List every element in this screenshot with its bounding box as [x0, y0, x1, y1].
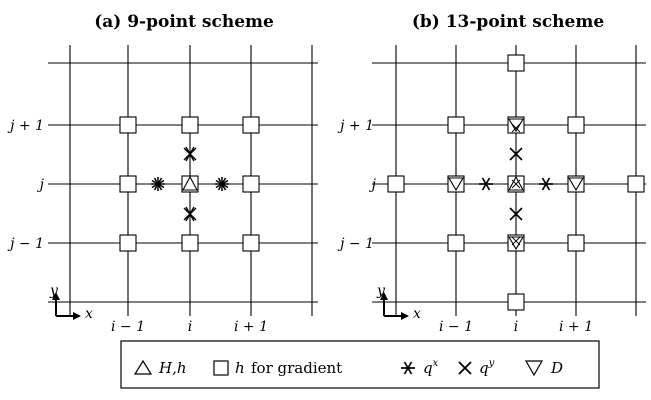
legend-invtriangle-label: D — [550, 359, 563, 377]
axis-y-label: y — [376, 283, 386, 299]
gradient-square-marker — [119, 234, 137, 252]
y-label-j-plus-1: j + 1 — [337, 118, 374, 134]
cross-icon — [458, 361, 472, 375]
gradient-square-marker — [507, 293, 525, 311]
triangle-icon — [133, 359, 153, 375]
gradient-square-marker — [242, 234, 260, 252]
axis-y-label: y — [49, 283, 59, 299]
square-icon — [213, 360, 229, 376]
inverted-triangle-marker — [448, 177, 464, 192]
cross-marker — [509, 207, 523, 221]
legend-triangle-label: H,h — [158, 359, 187, 377]
x-label-i: i — [514, 319, 518, 335]
triangle-marker — [182, 175, 198, 191]
asterisk-marker — [539, 177, 553, 191]
x-label-i-plus-1: i + 1 — [559, 319, 593, 335]
gradient-square-marker — [507, 54, 525, 72]
axis-x-label: x — [85, 306, 93, 322]
x-label-i: i — [188, 319, 192, 335]
inverted-triangle-marker — [568, 177, 584, 192]
gradient-square-marker — [181, 116, 199, 134]
gradient-square-marker — [447, 116, 465, 134]
gradient-square-marker — [567, 234, 585, 252]
panel-b-title: (b) 13-point scheme — [412, 12, 605, 32]
panel-b-x-labels: i − 1 i i + 1 — [439, 319, 593, 335]
panel-a-title: (a) 9-point scheme — [94, 12, 274, 32]
y-label-j-minus-1: j − 1 — [7, 236, 44, 252]
gradient-square-marker — [181, 234, 199, 252]
asterisk-icon — [401, 361, 415, 375]
y-label-j-plus-1: j + 1 — [7, 118, 44, 134]
y-label-j: j — [369, 177, 377, 193]
cross-marker — [509, 147, 523, 161]
legend-square-text: for gradient — [251, 359, 342, 377]
panel-b-axes-indicator: y x — [376, 283, 421, 322]
panel-b: (b) 13-point scheme — [337, 12, 646, 335]
legend: H,h h for gradient qx qy D — [120, 340, 600, 389]
x-label-i-plus-1: i + 1 — [234, 319, 268, 335]
inverted-triangle-marker — [508, 236, 524, 251]
gradient-square-marker — [387, 175, 405, 193]
asterisk-marker — [151, 177, 165, 191]
legend-asterisk-label: qx — [423, 358, 439, 377]
asterisk-marker — [215, 177, 229, 191]
y-label-j-minus-1: j − 1 — [337, 236, 374, 252]
gradient-square-marker — [242, 175, 260, 193]
y-label-j: j — [37, 177, 45, 193]
legend-cross-label: qy — [479, 358, 495, 377]
x-label-i-minus-1: i − 1 — [111, 319, 145, 335]
inverted-triangle-icon — [524, 360, 544, 377]
panel-a: (a) 9-point scheme — [7, 12, 318, 335]
legend-box — [120, 340, 600, 389]
cross-marker — [183, 206, 197, 222]
x-label-i-minus-1: i − 1 — [439, 319, 473, 335]
gradient-square-marker — [567, 116, 585, 134]
gradient-square-marker — [242, 116, 260, 134]
asterisk-marker — [479, 177, 493, 191]
panel-a-axes-indicator: y x — [49, 283, 93, 322]
gradient-square-marker — [119, 116, 137, 134]
gradient-square-marker — [627, 175, 645, 193]
cross-marker — [183, 146, 197, 162]
gradient-square-marker — [447, 234, 465, 252]
panel-a-x-labels: i − 1 i i + 1 — [111, 319, 268, 335]
legend-square-var: h — [235, 359, 245, 377]
gradient-square-marker — [119, 175, 137, 193]
axis-x-label: x — [413, 306, 421, 322]
panel-b-y-labels: j + 1 j j − 1 — [337, 118, 377, 252]
panel-a-y-labels: j + 1 j j − 1 — [7, 118, 45, 252]
